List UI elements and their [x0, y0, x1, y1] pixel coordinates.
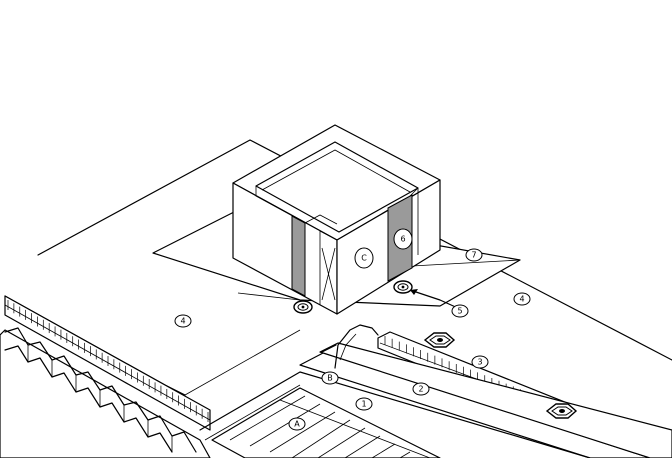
hexagon-fastener-icon [423, 332, 456, 348]
callout-6: 6 [393, 228, 413, 250]
callout-4-right: 4 [513, 292, 531, 306]
callout-4-left: 4 [174, 314, 192, 328]
svg-text:1: 1 [361, 400, 366, 409]
callout-3: 3 [471, 355, 489, 369]
corrugated-metal-deck [0, 327, 211, 458]
callout-5: 5 [451, 304, 469, 318]
roof-curb [232, 124, 441, 315]
callout-C: C [354, 247, 374, 269]
round-washer-icon [293, 300, 313, 314]
svg-text:3: 3 [477, 358, 482, 367]
hexagon-fastener-icon [545, 403, 578, 419]
callout-7: 7 [465, 248, 483, 262]
svg-text:C: C [361, 254, 367, 263]
callout-B: B [321, 371, 339, 385]
callout-A: A [288, 417, 306, 431]
callout-1: 1 [355, 397, 373, 411]
rigid-insulation-board-left [4, 295, 211, 431]
svg-text:7: 7 [471, 251, 476, 260]
wood-plank-deck [211, 387, 441, 458]
svg-text:4: 4 [180, 317, 185, 326]
svg-text:6: 6 [400, 235, 405, 244]
svg-text:4: 4 [519, 295, 524, 304]
svg-text:5: 5 [457, 307, 462, 316]
round-washer-icon [393, 280, 413, 294]
svg-text:2: 2 [418, 385, 423, 394]
svg-text:B: B [327, 374, 333, 383]
svg-text:A: A [294, 420, 300, 429]
callout-5-leader [409, 289, 461, 310]
cover-board-strips [199, 342, 672, 458]
curb-insulation-strip-left [291, 215, 306, 297]
membrane-tear-detail [321, 324, 379, 369]
callout-2: 2 [412, 382, 430, 396]
